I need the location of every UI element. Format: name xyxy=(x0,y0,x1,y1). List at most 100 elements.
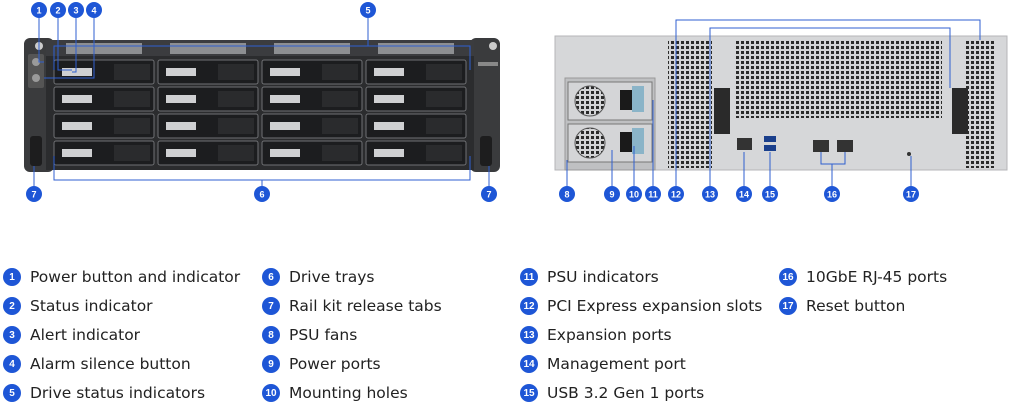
legend-label: Power button and indicator xyxy=(30,268,241,286)
legend: 1 Power button and indicator 2 Status in… xyxy=(0,262,1024,402)
legend-item: 16 10GbE RJ-45 ports xyxy=(779,265,947,289)
legend-number-badge: 1 xyxy=(3,268,21,286)
legend-number-badge: 7 xyxy=(262,297,280,315)
legend-item: 10 Mounting holes xyxy=(262,381,408,405)
legend-label: Alarm silence button xyxy=(30,355,191,373)
psu-fan-icon xyxy=(574,127,606,159)
legend-item: 17 Reset button xyxy=(779,294,905,318)
usb-port-icon xyxy=(764,136,776,142)
drive-tray xyxy=(157,86,259,112)
legend-item: 11 PSU indicators xyxy=(520,265,659,289)
alarm-silence-button-icon xyxy=(32,74,40,82)
legend-item: 13 Expansion ports xyxy=(520,323,672,347)
drive-tray xyxy=(365,86,467,112)
callout-badge: 8 xyxy=(559,186,575,202)
legend-item: 12 PCI Express expansion slots xyxy=(520,294,762,318)
callout-badge: 1 xyxy=(31,2,47,18)
drive-tray xyxy=(53,113,155,139)
legend-label: Rail kit release tabs xyxy=(289,297,442,315)
callout-number: 11 xyxy=(648,190,658,200)
callout-badge: 4 xyxy=(86,2,102,18)
callout-badge: 15 xyxy=(762,186,778,202)
front-model-label xyxy=(478,62,498,66)
legend-number-badge: 17 xyxy=(779,297,797,315)
callout-number: 7 xyxy=(31,190,36,200)
drive-tray-grid xyxy=(53,59,467,166)
callout-number: 13 xyxy=(705,190,715,200)
legend-item: 7 Rail kit release tabs xyxy=(262,294,442,318)
front-panel xyxy=(24,38,500,172)
left-release-tab xyxy=(30,136,42,166)
drive-tray xyxy=(365,140,467,166)
drive-tray xyxy=(261,113,363,139)
legend-number-badge: 14 xyxy=(520,355,538,373)
management-port-icon xyxy=(737,138,752,150)
drive-tray xyxy=(365,59,467,85)
callout-badge: 11 xyxy=(645,186,661,202)
callout-badge: 2 xyxy=(50,2,66,18)
callout-number: 12 xyxy=(671,190,681,200)
drive-tray xyxy=(261,140,363,166)
drive-tray xyxy=(53,59,155,85)
legend-label: USB 3.2 Gen 1 ports xyxy=(547,384,705,402)
top-tray xyxy=(170,43,246,54)
callout-number: 5 xyxy=(365,6,370,16)
legend-number-badge: 5 xyxy=(3,384,21,402)
legend-label: Expansion ports xyxy=(547,326,672,344)
legend-item: 4 Alarm silence button xyxy=(3,352,191,376)
rj45-port-icon xyxy=(813,140,829,152)
legend-item: 5 Drive status indicators xyxy=(3,381,205,405)
callout-number: 9 xyxy=(609,190,614,200)
vent-area xyxy=(668,40,712,168)
legend-number-badge: 4 xyxy=(3,355,21,373)
drive-tray xyxy=(53,86,155,112)
right-release-tab xyxy=(480,136,492,166)
legend-item: 9 Power ports xyxy=(262,352,381,376)
rj45-port-icon xyxy=(837,140,853,152)
expansion-port-icon xyxy=(714,88,730,134)
psu-fan-icon xyxy=(574,85,606,117)
drive-tray xyxy=(261,86,363,112)
psu-handle xyxy=(632,128,644,154)
callout-number: 7 xyxy=(486,190,491,200)
legend-label: PCI Express expansion slots xyxy=(547,297,763,315)
legend-item: 2 Status indicator xyxy=(3,294,153,318)
legend-item: 15 USB 3.2 Gen 1 ports xyxy=(520,381,704,405)
legend-label: Alert indicator xyxy=(30,326,141,344)
drive-tray xyxy=(53,140,155,166)
callout-badge: 6 xyxy=(254,186,270,202)
legend-item: 1 Power button and indicator xyxy=(3,265,240,289)
legend-number-badge: 3 xyxy=(3,326,21,344)
legend-number-badge: 10 xyxy=(262,384,280,402)
usb-port-icon xyxy=(764,145,776,151)
legend-label: Drive trays xyxy=(289,268,375,286)
callout-number: 1 xyxy=(36,6,41,16)
drive-tray xyxy=(157,59,259,85)
top-tray xyxy=(274,43,350,54)
legend-item: 8 PSU fans xyxy=(262,323,357,347)
callout-badge: 7 xyxy=(26,186,42,202)
reset-button-icon xyxy=(907,152,911,156)
legend-label: Status indicator xyxy=(30,297,153,315)
legend-label: Power ports xyxy=(289,355,381,373)
legend-label: Drive status indicators xyxy=(30,384,206,402)
legend-number-badge: 6 xyxy=(262,268,280,286)
legend-label: PSU fans xyxy=(289,326,358,344)
rear-panel xyxy=(554,35,1008,171)
drive-tray xyxy=(261,59,363,85)
legend-number-badge: 13 xyxy=(520,326,538,344)
front-top-bar xyxy=(46,40,474,56)
callout-badge: 3 xyxy=(68,2,84,18)
callout-badge: 17 xyxy=(903,186,919,202)
drive-tray xyxy=(157,140,259,166)
legend-item: 3 Alert indicator xyxy=(3,323,140,347)
callout-badge: 14 xyxy=(736,186,752,202)
callout-number: 2 xyxy=(55,6,60,16)
callout-number: 10 xyxy=(629,190,639,200)
right-ear-screw xyxy=(489,42,497,50)
vent-area xyxy=(736,40,942,118)
drive-tray xyxy=(365,113,467,139)
legend-number-badge: 9 xyxy=(262,355,280,373)
legend-number-badge: 11 xyxy=(520,268,538,286)
